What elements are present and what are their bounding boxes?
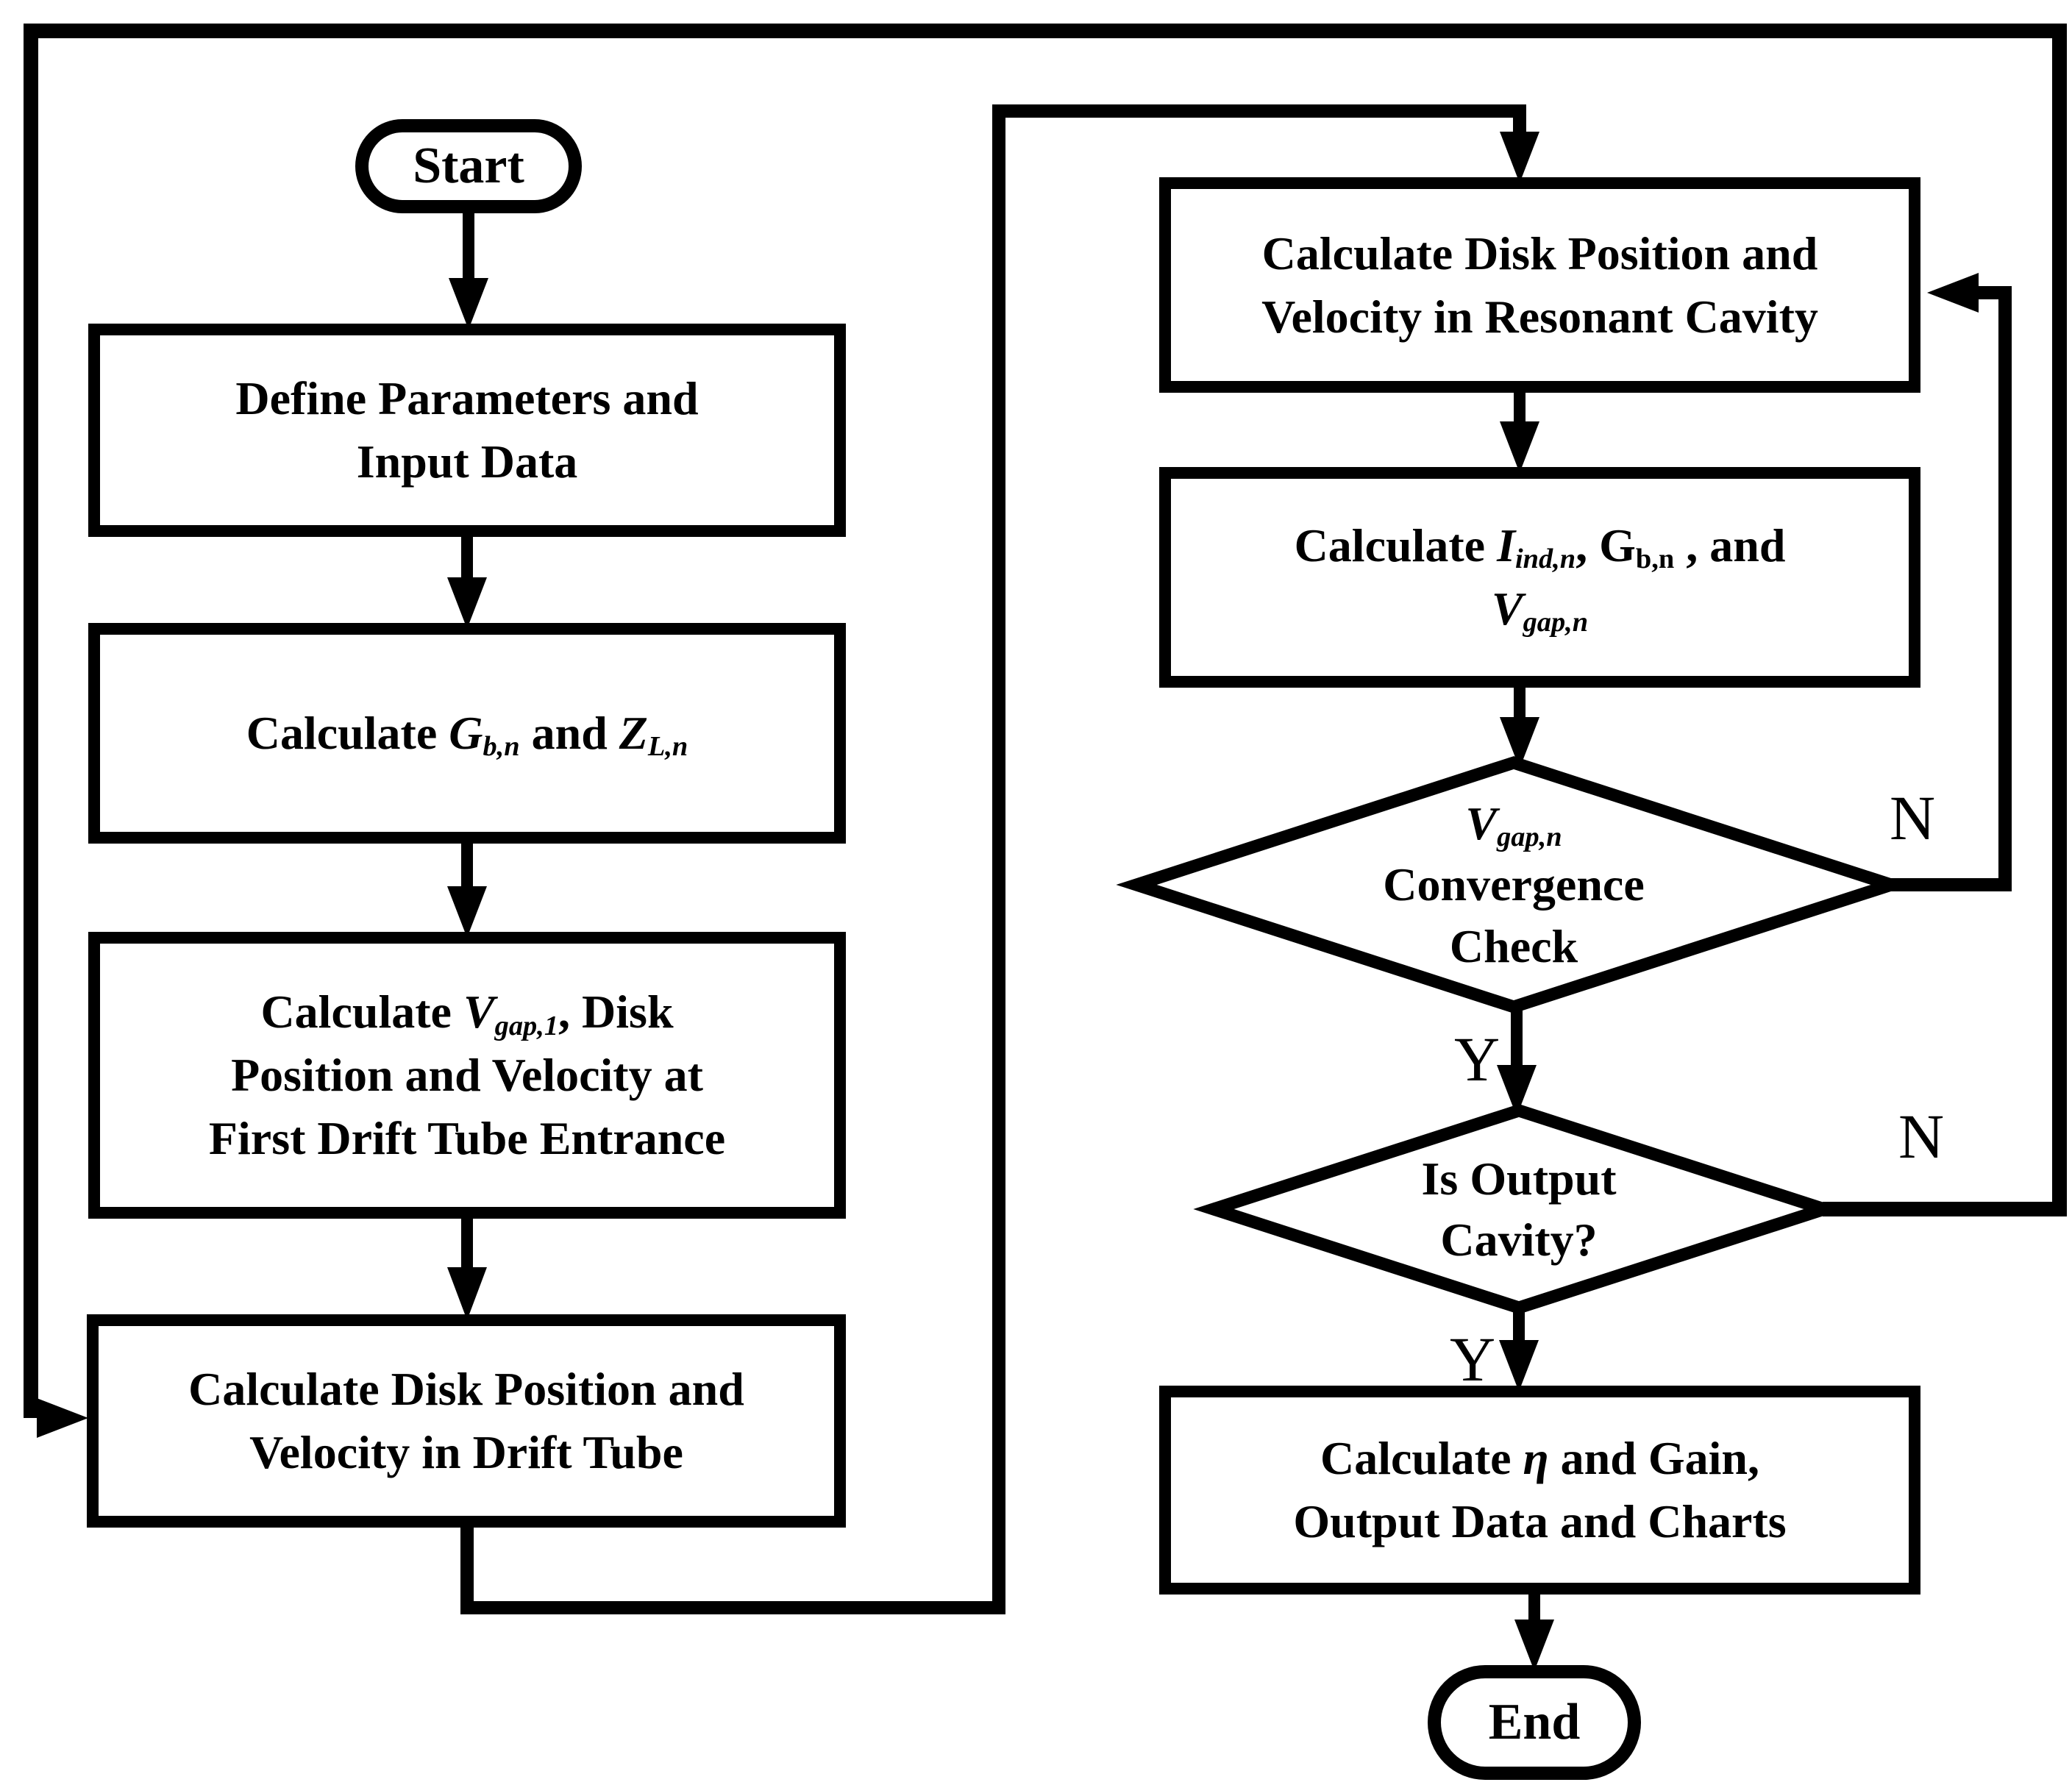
end-node: End bbox=[1428, 1665, 1641, 1780]
text-part: Calculate bbox=[1294, 519, 1498, 572]
text-line: Output Data and Charts bbox=[1293, 1490, 1786, 1553]
text-part: Calculate bbox=[1320, 1432, 1523, 1485]
edge-convergence-no-loop bbox=[1885, 286, 2012, 891]
text-part: , Disk bbox=[558, 986, 674, 1038]
text-part: and bbox=[519, 707, 619, 760]
text-part: gap,1 bbox=[494, 1010, 559, 1041]
text-line: Define Parameters and bbox=[235, 367, 698, 430]
text-line: Calculate Gb,n and ZL,n bbox=[246, 702, 688, 765]
convergence-check-diamond bbox=[1116, 756, 1912, 1013]
start-label: Start bbox=[413, 138, 524, 195]
text-line: Cavity? bbox=[1440, 1209, 1597, 1270]
text-line: Velocity in Drift Tube bbox=[249, 1421, 683, 1484]
arrowhead-into-define bbox=[449, 278, 488, 329]
text-part: Is Output bbox=[1421, 1152, 1617, 1205]
text-line: Input Data bbox=[357, 430, 578, 494]
arrowhead-into-drift-left bbox=[37, 1398, 88, 1438]
text-line: Calculate Iind,n, Gb,n , and bbox=[1295, 514, 1786, 577]
text-part: V bbox=[1465, 797, 1498, 850]
convergence-yes-label: Y bbox=[1453, 1024, 1500, 1094]
arrowhead-into-drift bbox=[447, 1267, 487, 1320]
text-line: Vgap,n bbox=[1465, 793, 1562, 854]
arrowhead-into-output bbox=[1497, 1065, 1537, 1116]
start-node: Start bbox=[355, 119, 582, 213]
text-line: Position and Velocity at bbox=[231, 1044, 703, 1107]
text-part: Convergence bbox=[1383, 858, 1645, 911]
text-part: Calculate Disk Position and bbox=[188, 1363, 744, 1416]
text-part: gap,n bbox=[1523, 607, 1589, 638]
text-part: , and bbox=[1674, 519, 1786, 572]
arrowhead-into-eta bbox=[1499, 1340, 1539, 1392]
text-part: gap,n bbox=[1497, 822, 1562, 853]
text-line: Velocity in Resonant Cavity bbox=[1261, 285, 1818, 349]
text-part: V bbox=[463, 986, 495, 1038]
text-part: b,n bbox=[1635, 544, 1675, 575]
text-part: b,n bbox=[483, 731, 520, 763]
text-part: Cavity? bbox=[1440, 1214, 1598, 1266]
text-part: η bbox=[1523, 1432, 1549, 1485]
text-line: Convergence bbox=[1383, 854, 1644, 915]
arrowhead-into-resonant-top bbox=[1500, 132, 1539, 183]
arrowhead-into-convergence bbox=[1500, 717, 1539, 769]
text-part: Calculate bbox=[260, 986, 463, 1038]
text-part: and Gain, bbox=[1548, 1432, 1759, 1485]
text-part: Output Data and Charts bbox=[1293, 1495, 1787, 1547]
edge-drift-resonant bbox=[460, 104, 1526, 1614]
text-line: Calculate η and Gain, bbox=[1320, 1427, 1759, 1490]
calc-eta-gain-node: Calculate η and Gain,Output Data and Cha… bbox=[1159, 1386, 1920, 1595]
text-part: V bbox=[1491, 582, 1523, 635]
output-yes-label: Y bbox=[1449, 1324, 1496, 1394]
text-part: Calculate Disk Position and bbox=[1261, 227, 1818, 279]
text-part: Check bbox=[1449, 919, 1578, 972]
is-output-cavity-diamond bbox=[1193, 1104, 1845, 1314]
text-line: First Drift Tube Entrance bbox=[209, 1107, 725, 1170]
arrowhead-into-vgap1 bbox=[447, 886, 487, 938]
text-part: Z bbox=[619, 707, 648, 760]
text-part: Velocity in Drift Tube bbox=[249, 1426, 683, 1478]
text-line: Is Output bbox=[1422, 1148, 1617, 1209]
text-part: L,n bbox=[647, 731, 688, 763]
text-part: Position and Velocity at bbox=[231, 1049, 703, 1102]
text-part: First Drift Tube Entrance bbox=[208, 1111, 726, 1164]
text-part: Input Data bbox=[356, 435, 578, 488]
text-part: , G bbox=[1576, 519, 1636, 572]
text-part: I bbox=[1497, 519, 1515, 572]
arrowhead-into-iind bbox=[1500, 421, 1539, 473]
text-line: Calculate Vgap,1, Disk bbox=[260, 980, 673, 1044]
text-line: Check bbox=[1450, 916, 1578, 977]
text-line: Vgap,n bbox=[1492, 577, 1588, 641]
edge-output-no-loop bbox=[24, 24, 2067, 1418]
arrowhead-into-resonant-right bbox=[1927, 273, 1979, 313]
text-part: Calculate bbox=[246, 707, 449, 760]
text-part: Velocity in Resonant Cavity bbox=[1261, 290, 1818, 343]
text-line: Calculate Disk Position and bbox=[1262, 222, 1818, 285]
text-part: G bbox=[449, 707, 483, 760]
arrowhead-into-end bbox=[1514, 1620, 1554, 1671]
text-part: Define Parameters and bbox=[235, 372, 699, 425]
text-line: Calculate Disk Position and bbox=[188, 1358, 744, 1421]
arrowhead-into-gbzl bbox=[447, 577, 487, 629]
text-part: ind,n bbox=[1514, 544, 1576, 575]
convergence-no-label: N bbox=[1889, 783, 1936, 853]
end-label: End bbox=[1488, 1694, 1581, 1751]
output-no-label: N bbox=[1898, 1101, 1945, 1172]
calc-gb-zl-node: Calculate Gb,n and ZL,n bbox=[88, 623, 846, 844]
